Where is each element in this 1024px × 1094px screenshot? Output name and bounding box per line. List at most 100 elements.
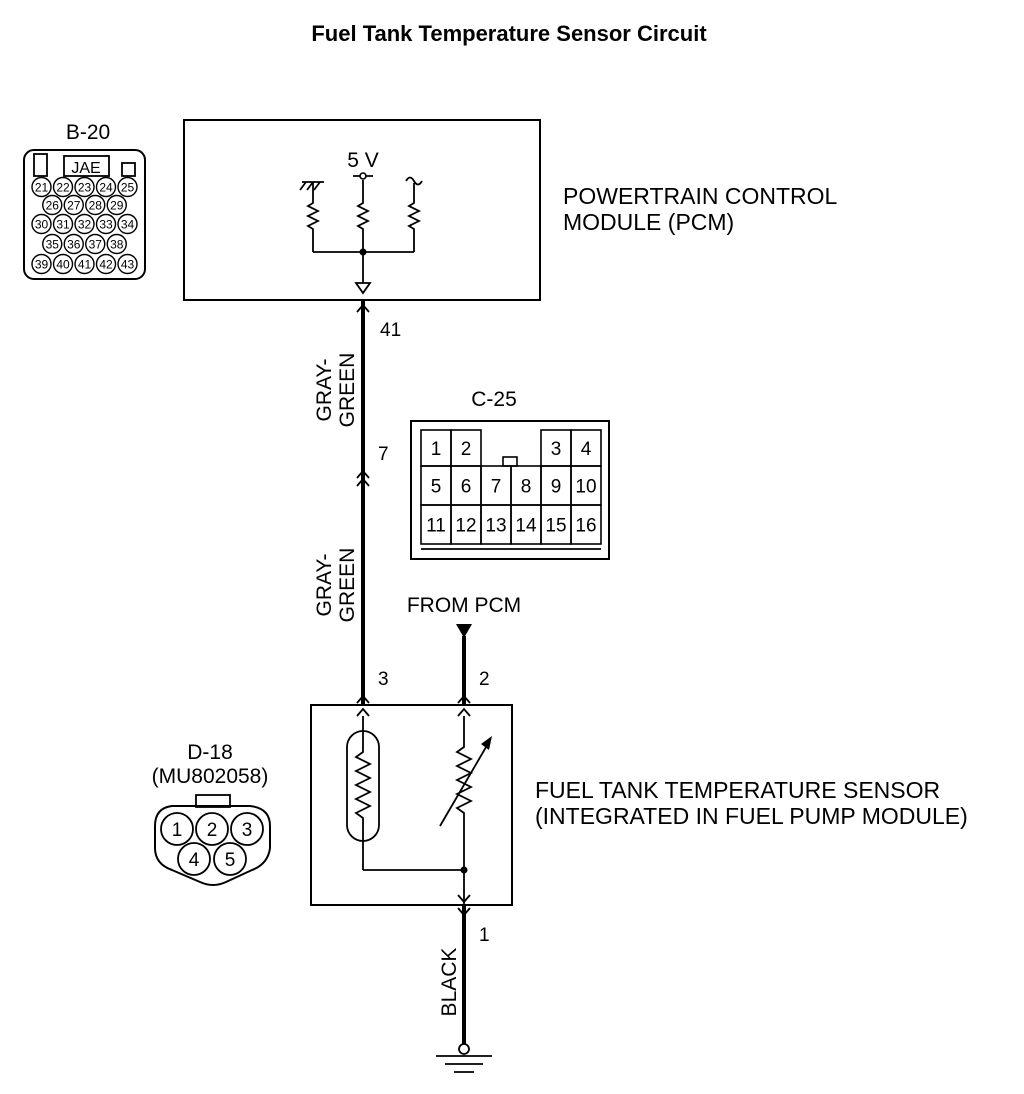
pcm-resistor-center <box>355 180 371 252</box>
b20-pin-25 <box>117 176 138 198</box>
c25-pin-7: 7 <box>378 444 389 465</box>
b20-pin-37 <box>85 233 106 255</box>
diagram-title: Fuel Tank Temperature Sensor Circuit <box>311 21 707 46</box>
b20-pin-label: 41 <box>78 258 92 272</box>
sensor-pin-1: 1 <box>479 925 490 946</box>
b20-pin-31 <box>52 213 74 235</box>
c25-key <box>502 456 518 467</box>
b20-pin-label: 21 <box>35 181 49 195</box>
b20-pin-label: 29 <box>110 199 124 213</box>
b20-pin-42 <box>95 253 117 275</box>
pcm-label-line1: POWERTRAIN CONTROL <box>563 183 838 209</box>
d18-pin-5 <box>213 842 247 876</box>
b20-pin-35 <box>42 233 63 255</box>
pcm-module: POWERTRAIN CONTROL MODULE (PCM) 5 V 41 <box>183 119 838 341</box>
b20-pin-39 <box>31 253 52 275</box>
b20-tag-box <box>63 155 110 177</box>
b20-latch-left <box>33 153 48 177</box>
b20-label: B-20 <box>66 121 110 144</box>
b20-pin-26 <box>42 194 63 216</box>
d18-pin-label: 5 <box>225 850 236 871</box>
b20-pin-22 <box>52 176 74 198</box>
c25-cell-16 <box>570 504 602 545</box>
c25-pin-label: 13 <box>485 516 506 537</box>
b20-pin-label: 28 <box>89 199 103 213</box>
c25-pin-label: 16 <box>575 516 596 537</box>
pcm-pin-41: 41 <box>380 320 401 341</box>
c25-pin-label: 4 <box>581 439 592 460</box>
chassis-ground-icon <box>299 181 324 196</box>
sensor-label-line1: FUEL TANK TEMPERATURE SENSOR <box>535 777 940 803</box>
b20-pin-label: 22 <box>56 181 70 195</box>
pcm-label-line2: MODULE (PCM) <box>563 209 734 235</box>
thermistor-element <box>353 716 373 870</box>
c25-pin-label: 15 <box>545 516 566 537</box>
b20-pin-43 <box>117 253 138 275</box>
wire-label-lower-2: GREEN <box>336 548 359 623</box>
b20-pin-label: 23 <box>78 181 92 195</box>
d18-pin-1 <box>160 812 194 846</box>
svg-text:GRAY-: GRAY- <box>313 553 336 616</box>
pin3-arrow-icon <box>356 694 370 704</box>
svg-text:BLACK: BLACK <box>438 948 461 1017</box>
b20-pin-29 <box>106 194 127 216</box>
c25-pin-label: 12 <box>455 516 476 537</box>
signal-wire <box>356 300 370 717</box>
c25-pin-label: 1 <box>431 439 442 460</box>
c25-pin-label: 10 <box>575 477 596 498</box>
wire-label-upper-2: GREEN <box>336 353 359 428</box>
pin2-arrow-inner-icon <box>457 707 471 717</box>
c25-pin-label: 5 <box>431 477 442 498</box>
d18-pin-label: 4 <box>189 850 200 871</box>
d18-pin-label: 1 <box>172 820 183 841</box>
b20-pin-28 <box>85 194 106 216</box>
b20-pin-label: 38 <box>110 238 124 252</box>
c25-pin-label: 8 <box>521 477 532 498</box>
from-pcm-label: FROM PCM <box>407 594 521 617</box>
b20-pin-label: 32 <box>78 218 92 232</box>
wire-label-upper: GRAY- <box>313 358 336 421</box>
b20-pin-label: 43 <box>121 258 135 272</box>
b20-housing <box>23 149 146 280</box>
d18-part-number: (MU802058) <box>152 765 269 788</box>
b20-pin-32 <box>74 213 95 235</box>
c25-pin-label: 2 <box>461 439 472 460</box>
ground-icon <box>436 1043 492 1073</box>
variable-resistor-slash <box>439 741 490 827</box>
d18-pin-label: 3 <box>242 820 253 841</box>
b20-pin-label: 34 <box>121 218 135 232</box>
c25-pin-label: 11 <box>426 516 446 537</box>
sensor-box <box>310 704 513 906</box>
from-pcm-arrow-icon <box>456 624 472 638</box>
b20-pin-41 <box>74 253 95 275</box>
pin2-arrow-icon <box>457 694 471 704</box>
b20-pin-label: 33 <box>99 218 113 232</box>
pcm-resistor-left <box>305 196 321 252</box>
b20-pin-label: 40 <box>56 258 70 272</box>
b20-pin-40 <box>52 253 74 275</box>
pin3-arrow-inner-icon <box>356 707 370 717</box>
pin1-arrow-icon <box>457 907 471 917</box>
b20-pin-label: 39 <box>35 258 49 272</box>
fuel-tank-sensor: FUEL TANK TEMPERATURE SENSOR (INTEGRATED… <box>310 704 968 906</box>
d18-pin-label: 2 <box>207 820 218 841</box>
svg-text:GREEN: GREEN <box>336 548 359 623</box>
sensor-pin-3: 3 <box>378 669 389 690</box>
b20-pin-27 <box>63 194 84 216</box>
sensor-label-line2: (INTEGRATED IN FUEL PUMP MODULE) <box>535 803 968 829</box>
b20-pin-24 <box>95 176 117 198</box>
d18-pin-2 <box>195 812 229 846</box>
b20-pin-34 <box>117 213 138 235</box>
c25-pin-label: 7 <box>491 477 502 498</box>
b20-pin-33 <box>95 213 117 235</box>
b20-pin-label: 35 <box>46 238 60 252</box>
c25-pin-label: 14 <box>515 516 537 537</box>
b20-pin-38 <box>106 233 127 255</box>
c25-housing <box>410 420 610 560</box>
c25-label: C-25 <box>471 388 517 411</box>
svg-text:GREEN: GREEN <box>336 353 359 428</box>
b20-pin-21 <box>31 176 52 198</box>
b20-pin-label: 24 <box>99 181 113 195</box>
pin1-arrow-inner-icon <box>457 894 471 904</box>
